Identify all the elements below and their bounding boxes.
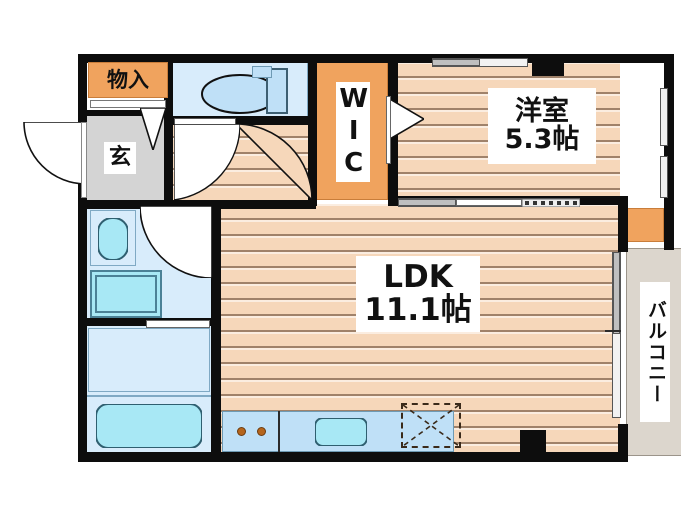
entrance-door-leaf bbox=[81, 122, 87, 198]
bath-door[interactable] bbox=[146, 320, 210, 328]
toilet-tank bbox=[266, 68, 288, 114]
refrigerator-space bbox=[401, 403, 461, 448]
stove-burner-left bbox=[237, 427, 246, 436]
hall-door-right[interactable] bbox=[236, 124, 312, 200]
monoire-door-track bbox=[90, 100, 166, 108]
wall-hall-bottom bbox=[86, 200, 316, 209]
ldk-label: LDK 11.1帖 bbox=[356, 256, 480, 332]
wall-genkan-right bbox=[164, 116, 173, 206]
wall-ldk-right-lower bbox=[618, 424, 628, 462]
kitchen-sink bbox=[315, 418, 367, 446]
wall-wic-left bbox=[308, 54, 317, 206]
bathtub bbox=[96, 404, 202, 448]
balcony-label: バルコニー bbox=[640, 282, 670, 422]
bedroom-size: 5.3帖 bbox=[504, 124, 580, 155]
entrance-door[interactable] bbox=[12, 122, 88, 200]
refrigerator-space-cross bbox=[402, 404, 460, 447]
wall-exterior-left bbox=[78, 54, 87, 462]
genkan-label: 玄 bbox=[104, 142, 136, 174]
hall-door-left[interactable] bbox=[174, 124, 240, 200]
bedroom-ldk-door-panel bbox=[456, 199, 522, 206]
monoire-closet bbox=[88, 62, 168, 98]
washing-machine-drum bbox=[95, 275, 157, 313]
wic-door-track bbox=[386, 96, 391, 164]
bedroom-ldk-sliding-sash bbox=[398, 199, 456, 206]
monoire-label: 物入 bbox=[107, 67, 149, 92]
wall-exterior-right-upper bbox=[664, 54, 674, 209]
stove-burner-right bbox=[257, 427, 266, 436]
ldk-size: 11.1帖 bbox=[364, 292, 472, 328]
balcony-inner-rail bbox=[681, 248, 685, 456]
bedroom-label: 洋室 5.3帖 bbox=[488, 88, 596, 164]
toilet-flush-plate bbox=[252, 66, 272, 78]
bath-room-area bbox=[88, 328, 210, 392]
wall-monoire-bottom bbox=[86, 110, 166, 116]
bedroom-window-right-2[interactable] bbox=[660, 156, 668, 198]
kitchen-counter-split bbox=[278, 411, 280, 452]
bedroom-window-right[interactable] bbox=[660, 88, 668, 146]
monoire-fold-arrow bbox=[140, 108, 166, 150]
wall-kitchen-stub bbox=[520, 430, 546, 456]
bedroom-window-top-sash bbox=[432, 59, 480, 66]
balcony-sliding-sash bbox=[613, 252, 620, 334]
wall-top-stub bbox=[532, 54, 564, 76]
wic-door-arrow[interactable] bbox=[388, 98, 424, 140]
ldk-name: LDK bbox=[383, 259, 453, 296]
bedroom-ldk-door-dots bbox=[522, 199, 580, 207]
vanity-basin bbox=[98, 218, 128, 260]
wall-exterior-top bbox=[78, 54, 674, 63]
wall-exterior-bottom bbox=[78, 452, 626, 462]
wall-ldk-right bbox=[618, 196, 628, 250]
wall-toilet-bottom bbox=[164, 116, 316, 125]
wic-label: WIC bbox=[336, 82, 370, 182]
bedroom-name: 洋室 bbox=[515, 95, 569, 127]
washroom-door[interactable] bbox=[140, 206, 212, 278]
wall-washroom-right bbox=[211, 204, 221, 456]
balcony-door-handle bbox=[605, 330, 621, 332]
wall-right-closet bbox=[664, 204, 674, 250]
wall-toilet-left bbox=[164, 54, 173, 124]
